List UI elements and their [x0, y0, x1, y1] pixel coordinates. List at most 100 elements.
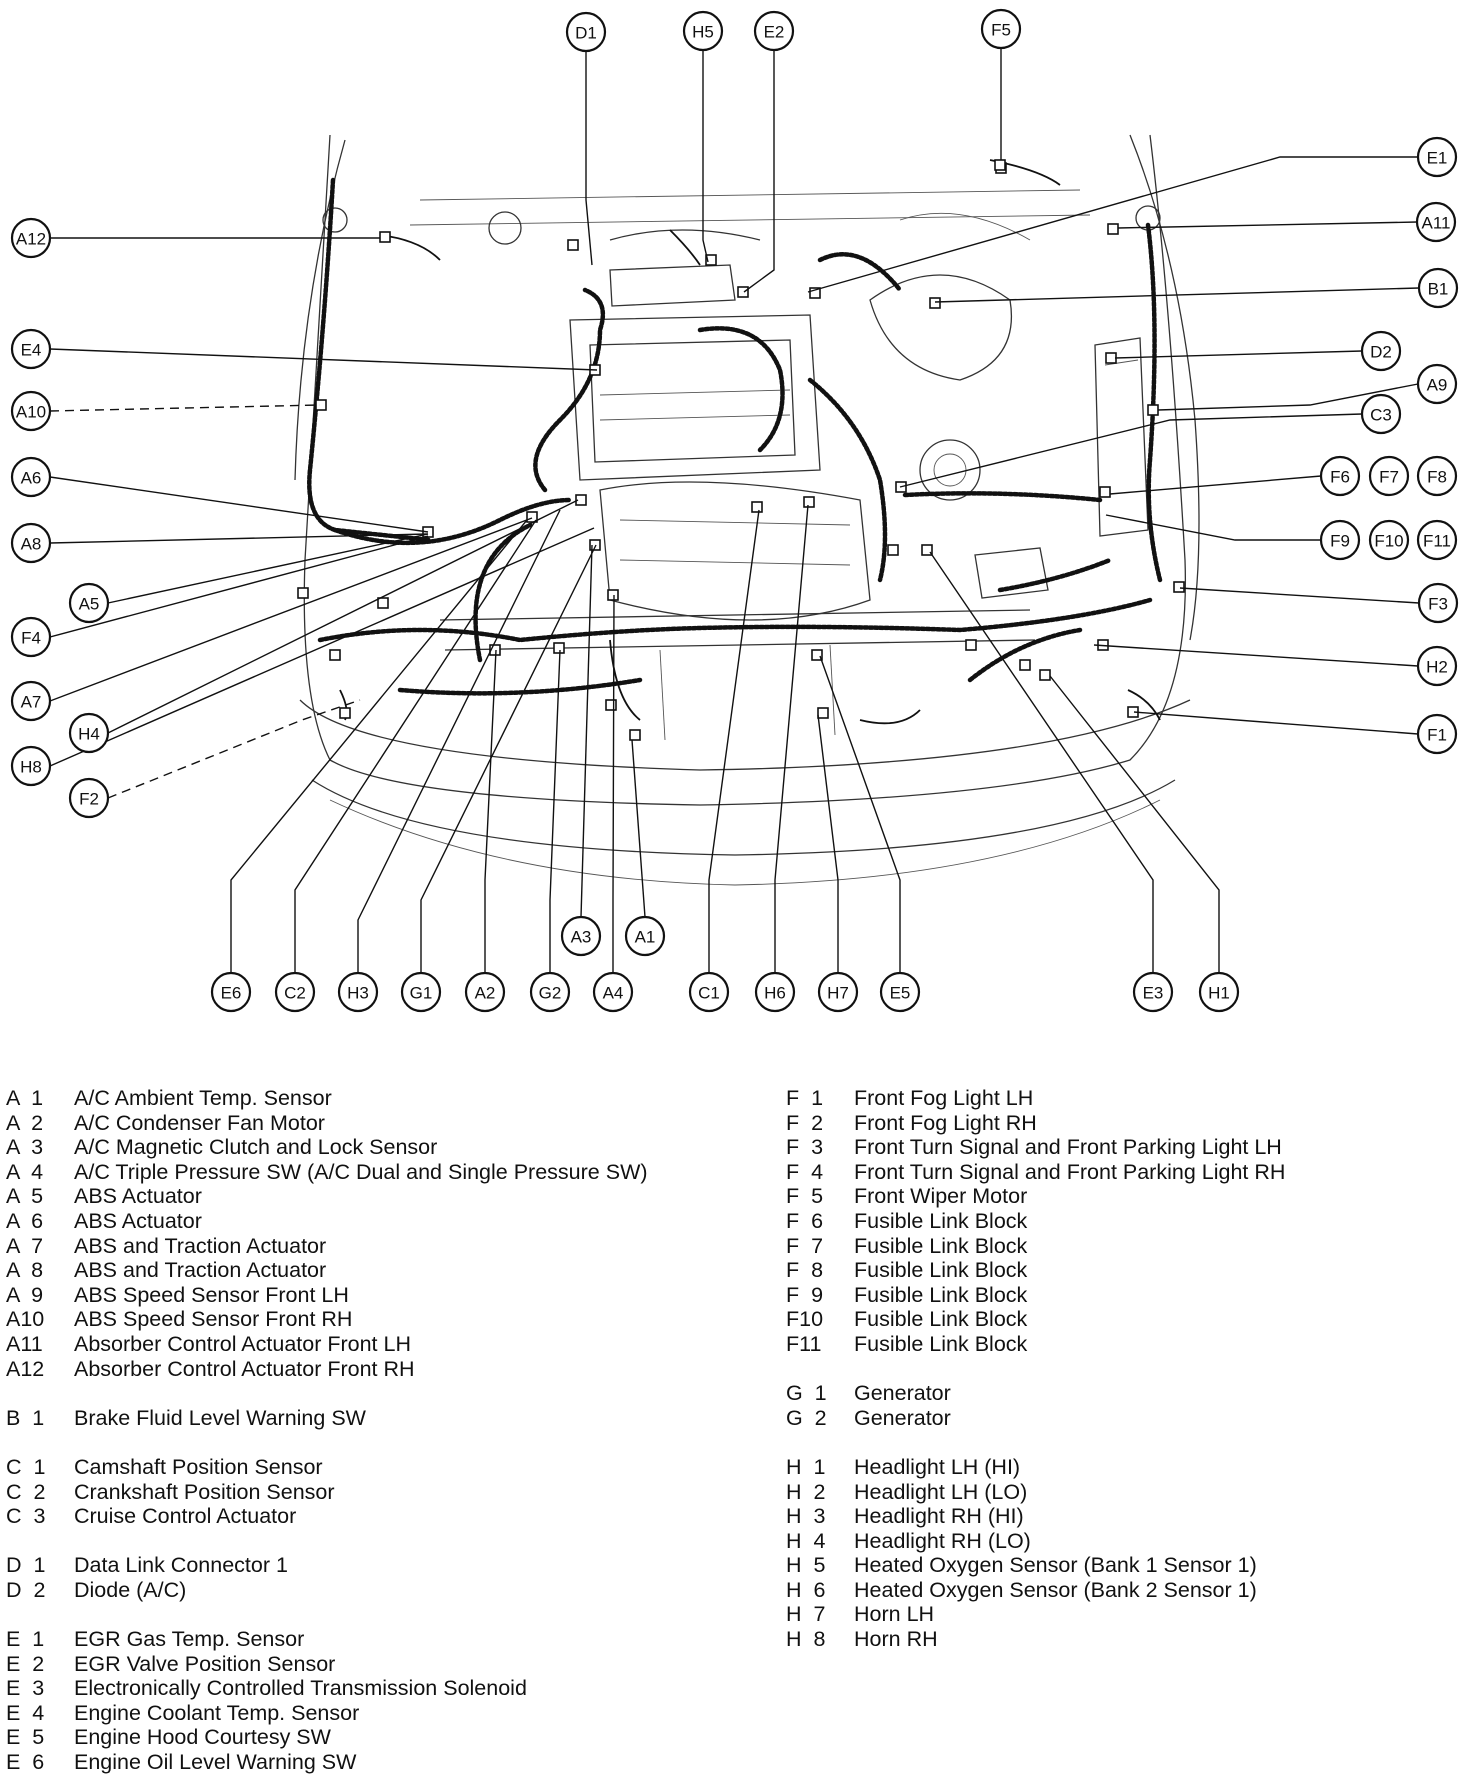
callout-circle [560, 915, 602, 957]
legend-code: A 4 [6, 1159, 44, 1184]
callout-e1: E1 [1416, 136, 1458, 178]
callout-label: F11 [1423, 532, 1451, 551]
legend-component-name: Front Turn Signal and Front Parking Ligh… [854, 1159, 1286, 1184]
legend-component-name: A/C Ambient Temp. Sensor [74, 1086, 332, 1110]
legend-code: F 3 [786, 1135, 824, 1160]
callout-circle [682, 10, 724, 52]
callout-circle [274, 971, 316, 1013]
legend-code: F11 [786, 1331, 822, 1356]
callout-a2: A2 [464, 971, 506, 1013]
callout-circle [68, 712, 110, 754]
callout-label: A5 [79, 595, 100, 614]
legend-code: H 6 [786, 1577, 826, 1602]
legend-row: F 5 Front Wiper Motor [786, 1184, 1466, 1209]
legend-code: D 1 [6, 1553, 46, 1578]
leader-line-a6 [49, 476, 429, 533]
callout-h7: H7 [817, 971, 859, 1013]
callout-circle [565, 11, 607, 53]
legend-code: F 5 [786, 1184, 824, 1209]
legend-code: H 5 [786, 1553, 826, 1578]
callout-label: E6 [221, 984, 242, 1003]
callout-e4: E4 [10, 328, 52, 370]
legend-code: C 2 [6, 1479, 46, 1504]
legend-code: E 3 [6, 1676, 45, 1701]
callout-label: F10 [1374, 532, 1403, 551]
leader-line-a8 [49, 533, 429, 544]
leader-line-g1 [420, 544, 597, 973]
legend-code: E 6 [6, 1750, 45, 1775]
leader-line-h3 [357, 509, 561, 973]
legend-component-name: ABS Speed Sensor Front RH [74, 1307, 353, 1332]
legend-component-name: Front Fog Light RH [854, 1110, 1037, 1135]
legend-code: G 2 [786, 1405, 827, 1430]
callout-h2: H2 [1416, 645, 1458, 687]
callout-label: F7 [1379, 468, 1399, 487]
leader-line-e4 [49, 348, 598, 371]
callout-circle [10, 328, 52, 370]
legend-component-name: Headlight LH (LO) [854, 1479, 1028, 1504]
leader-line-d1 [585, 51, 593, 266]
legend-code: A 8 [6, 1258, 44, 1283]
callout-a7: A7 [10, 680, 52, 722]
legend-component-name: ABS Actuator [74, 1184, 202, 1209]
callout-label: D1 [575, 24, 597, 43]
callout-circle [592, 971, 634, 1013]
legend-code: D 2 [6, 1577, 46, 1602]
callout-e6: E6 [210, 971, 252, 1013]
legend-code: F 4 [786, 1159, 824, 1184]
leader-line-h8 [49, 527, 595, 767]
callout-circle [1416, 713, 1458, 755]
callout-h1: H1 [1198, 971, 1240, 1013]
callout-f3: F3 [1417, 582, 1459, 624]
callout-label: A2 [475, 984, 496, 1003]
leader-line-c2 [294, 519, 537, 973]
callout-a9: A9 [1416, 363, 1458, 405]
leader-line-a7 [49, 517, 533, 702]
leader-line-h7 [817, 714, 839, 973]
leader-line-e6 [230, 519, 528, 973]
callout-label: H8 [20, 758, 42, 777]
legend-component-name: Front Wiper Motor [854, 1184, 1028, 1209]
legend-spacer [6, 1381, 776, 1406]
legend-code: E 5 [6, 1725, 45, 1750]
leader-line-h1 [1049, 675, 1220, 973]
legend-spacer [6, 1602, 776, 1627]
callout-circle [1415, 201, 1457, 243]
leader-line-e2 [743, 50, 775, 293]
callout-h6: H6 [754, 971, 796, 1013]
leader-line-h5 [702, 50, 709, 263]
callout-circle [1360, 330, 1402, 372]
callout-circle [688, 971, 730, 1013]
callout-circle [1368, 455, 1410, 497]
legend-code: F 7 [786, 1233, 824, 1258]
callout-circle [1368, 519, 1410, 561]
callout-circle [10, 680, 52, 722]
leader-line-h2 [1093, 644, 1419, 667]
callout-circle [10, 616, 52, 658]
legend-code: C 3 [6, 1504, 46, 1529]
callout-d1: D1 [565, 11, 607, 53]
callout-circle [210, 971, 252, 1013]
callout-label: A10 [16, 403, 46, 422]
legend-component-name: Heated Oxygen Sensor (Bank 2 Sensor 1) [854, 1577, 1257, 1602]
callout-label: G2 [539, 984, 562, 1003]
callout-e2: E2 [753, 10, 795, 52]
callout-label: D2 [1370, 343, 1392, 362]
